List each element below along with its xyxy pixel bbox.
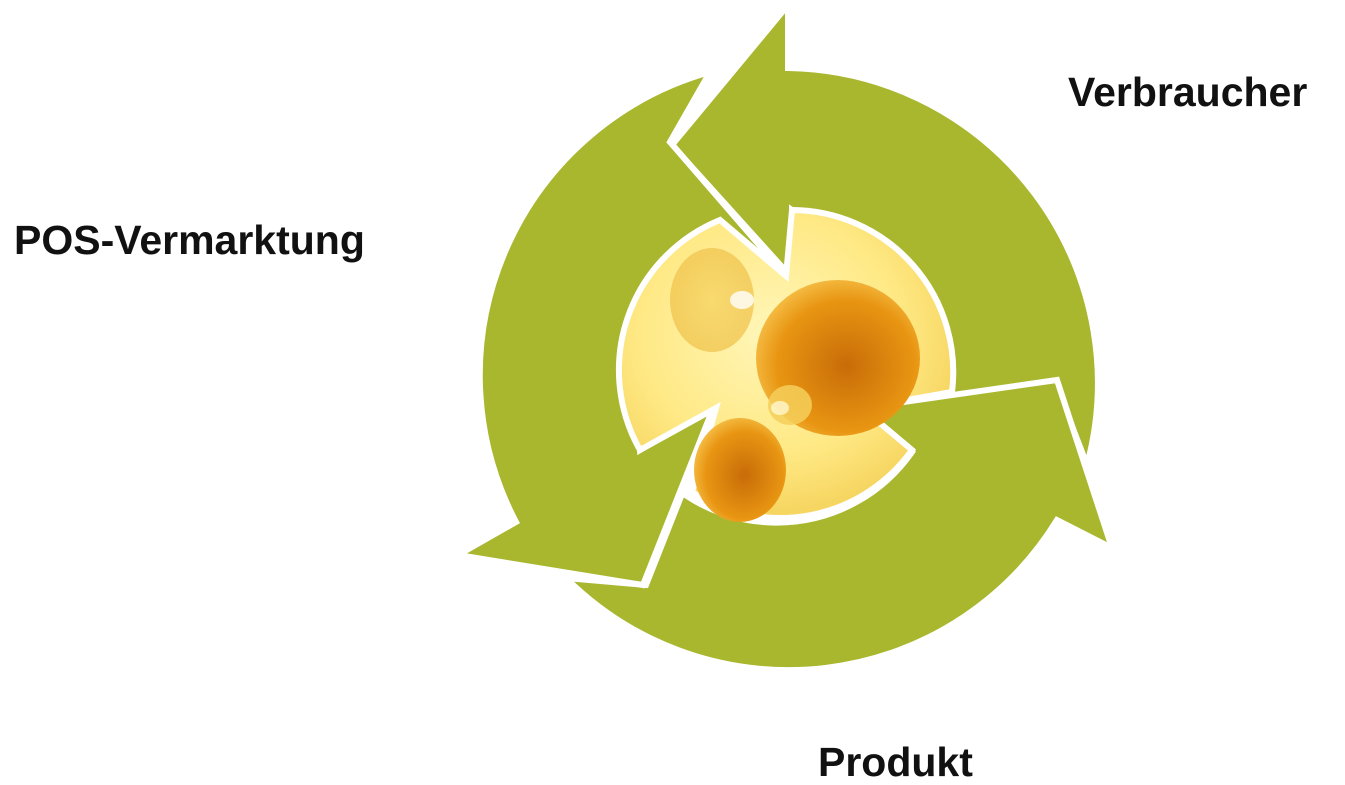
cheese-hole-soft	[670, 248, 754, 352]
cheese-icon	[615, 206, 957, 522]
label-pos-marketing: POS-Vermarktung	[14, 217, 365, 263]
cheese-highlight-2	[771, 401, 789, 415]
cheese-highlight	[730, 291, 754, 309]
arrow-to-pos	[558, 376, 1118, 674]
label-consumer: Verbraucher	[1068, 69, 1308, 115]
cheese-hole-bottom	[694, 418, 786, 522]
cheese-hole-small	[768, 385, 812, 425]
label-product: Produkt	[818, 739, 973, 785]
